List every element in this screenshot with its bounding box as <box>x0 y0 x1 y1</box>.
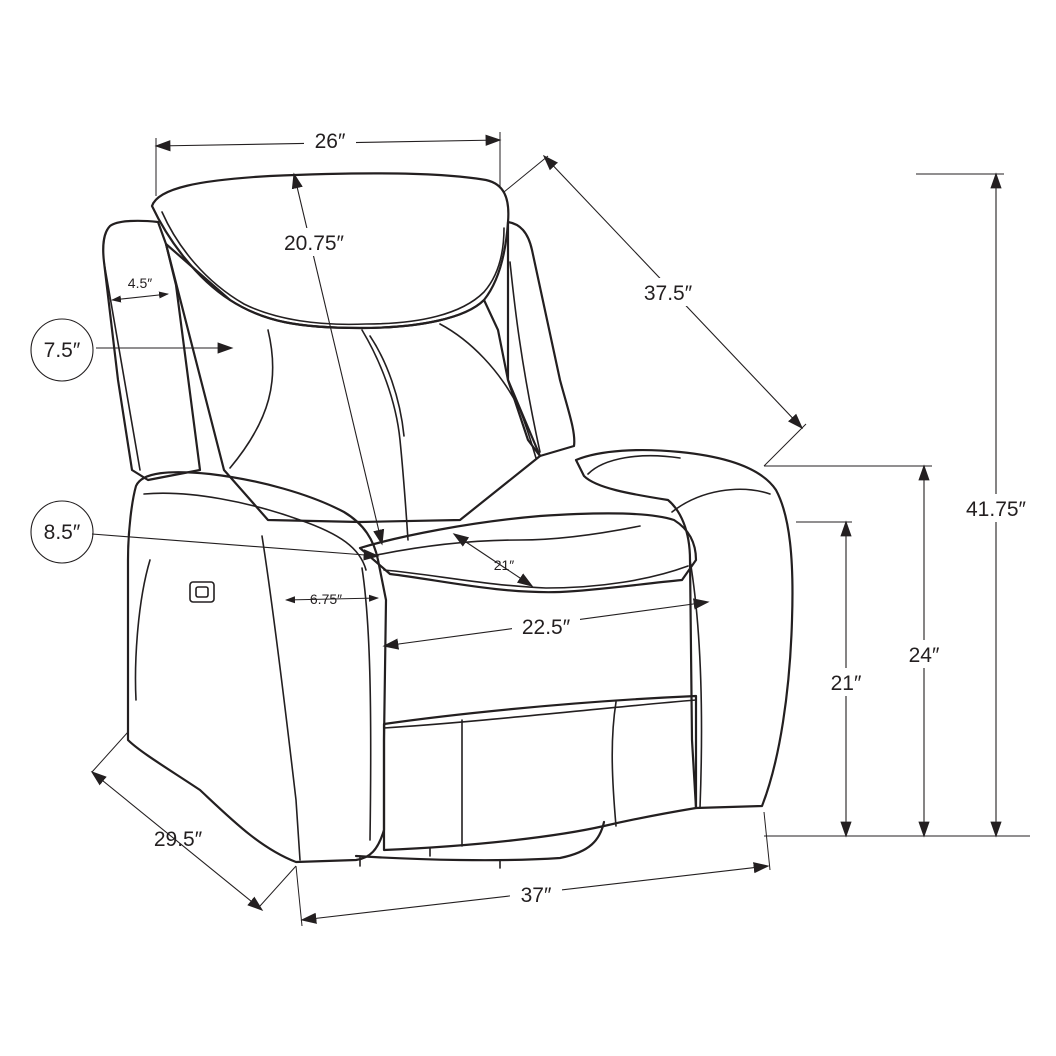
arm-height-label: 24″ <box>909 644 940 667</box>
left-armrest-inner-front <box>361 567 372 841</box>
arm-width-top-label: 8.5″ <box>44 521 81 544</box>
seat-top-seam <box>371 525 641 557</box>
footrest <box>382 694 698 852</box>
overall-width-label: 37″ <box>521 884 552 907</box>
seat-width-label: 22.5″ <box>522 616 571 639</box>
power-control-icon <box>189 581 215 603</box>
seat-depth-label: 21″ <box>494 557 515 573</box>
back-width-label: 26″ <box>315 130 346 153</box>
right-back-side-panel <box>506 220 576 458</box>
back-lumbar-seam <box>369 335 405 437</box>
back-cushion <box>164 242 542 524</box>
right-armrest <box>574 449 794 810</box>
left-armrest <box>126 471 388 864</box>
back-left-panel-seam <box>229 329 274 469</box>
overall-depth-dim-line <box>90 770 264 912</box>
right-armrest-top-seam <box>587 454 681 475</box>
left-back-side-panel <box>102 219 202 482</box>
left-armrest-front-seam <box>261 535 301 861</box>
recline-depth-label: 37.5″ <box>644 282 693 305</box>
seat-front-seam <box>383 565 689 589</box>
right-armrest-front-seam <box>671 488 771 513</box>
footrest-top-seam <box>383 699 697 729</box>
left-armrest-side-seam <box>134 559 151 701</box>
back-height-label: 20.75″ <box>284 232 345 255</box>
arm-width-front-label: 6.75″ <box>310 591 342 607</box>
seat-depth-dim-line <box>452 533 534 587</box>
headrest-thickness-label: 4.5″ <box>128 275 152 291</box>
footrest-seam-right <box>611 701 617 827</box>
seat-cushion <box>358 512 698 594</box>
back-cushion-label: 7.5″ <box>44 339 81 362</box>
arm-width-top-dim-line <box>91 533 380 561</box>
right-back-side-seam <box>509 261 541 453</box>
overall-height-label: 41.75″ <box>966 498 1027 521</box>
dimension-lines <box>90 132 1030 927</box>
back-center-panel-seam-left <box>361 329 409 541</box>
recliner-chair-drawing <box>102 172 794 869</box>
arm-width-front-dim-line <box>285 594 379 604</box>
back-center-panel-seam-right <box>439 323 537 459</box>
seat-height-label: 21″ <box>831 672 862 695</box>
chair-base <box>354 820 606 862</box>
right-armrest-inner-seam <box>689 559 703 809</box>
overall-depth-label: 29.5″ <box>154 828 203 851</box>
left-back-side-seam <box>103 261 141 471</box>
headrest-thickness-dim-line <box>111 291 169 303</box>
callout-circle-back-cushion <box>30 318 94 382</box>
callout-circle-arm-width <box>30 500 94 564</box>
dimension-labels: 26″ 20.75″ 37.5″ 41.75″ 24″ 21″ 4.5″ 7.5… <box>44 126 1036 908</box>
